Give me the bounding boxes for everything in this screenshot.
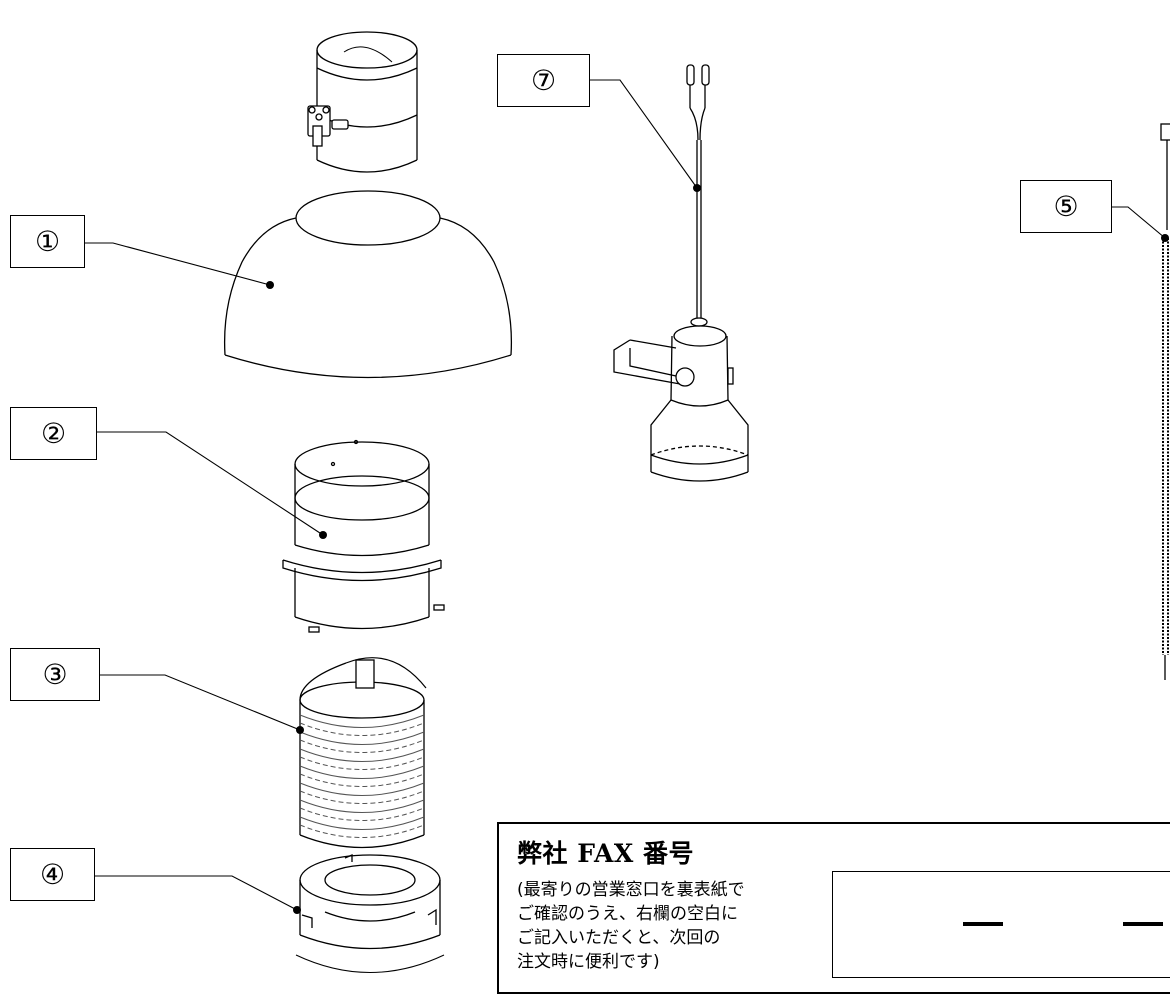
hood-part (223, 190, 513, 379)
leader-lines (85, 79, 1166, 911)
fax-dash-2 (1123, 922, 1163, 926)
callout-part-1: ① (10, 215, 85, 268)
basket-part (299, 657, 427, 849)
fax-note-line-1: (最寄りの営業窓口を裏表紙で (517, 880, 745, 900)
ring-part (295, 854, 445, 973)
fax-panel-title: 弊社 FAX 番号 (517, 839, 694, 868)
callout-label-3: ③ (42, 658, 68, 691)
fax-note-line-2: ご確認のうえ、右欄の空白に (517, 904, 738, 924)
callout-part-3: ③ (10, 648, 100, 701)
sensor-part (613, 64, 749, 482)
callout-part-4: ④ (10, 848, 95, 901)
callout-label-1: ① (34, 225, 61, 258)
callout-part-7: ⑦ (497, 54, 590, 107)
fax-dash-1 (963, 922, 1003, 926)
callout-label-4: ④ (39, 858, 66, 891)
basket-mesh (299, 714, 425, 838)
callout-label-7: ⑦ (530, 64, 557, 97)
callout-label-5: ⑤ (1053, 190, 1079, 223)
fax-note-line-3: ご記入いただくと、次回の (517, 928, 721, 948)
callout-part-2: ② (10, 407, 97, 460)
fax-number-panel: 弊社 FAX 番号 (最寄りの営業窓口を裏表紙で ご確認のうえ、右欄の空白に ご… (497, 822, 1170, 994)
callout-label-2: ② (40, 417, 67, 450)
damper-collar (307, 31, 418, 173)
fax-number-field[interactable] (832, 871, 1170, 978)
callout-part-5: ⑤ (1020, 180, 1112, 233)
fax-note-line-4: 注文時に便利です) (517, 952, 660, 972)
heater-rod-part (1160, 123, 1170, 680)
leader-dots (266, 184, 1169, 914)
cylinder-body-part (282, 439, 445, 633)
